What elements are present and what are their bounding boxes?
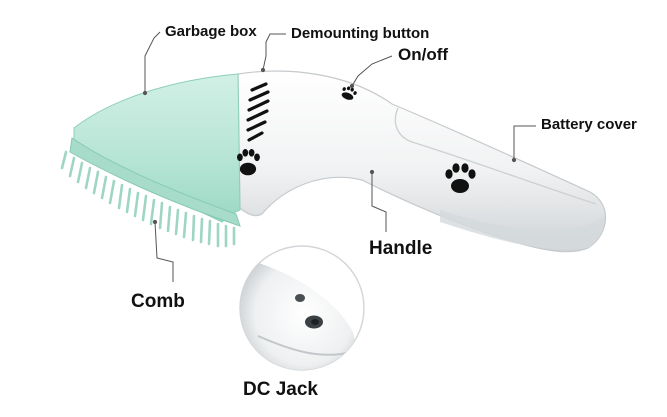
paw-print-icon <box>445 163 476 193</box>
handle-label: Handle <box>369 238 433 259</box>
comb-label: Comb <box>131 291 185 312</box>
dc-jack-label: DC Jack <box>243 379 318 400</box>
grip-stripes <box>246 82 270 142</box>
garbage-box <box>73 73 241 223</box>
demounting-button-label: Demounting button <box>291 25 430 42</box>
handle-shadow <box>440 210 605 250</box>
indicator-hole <box>295 294 305 302</box>
dc-jack-detail <box>239 245 365 371</box>
battery-cover-label: Battery cover <box>541 116 637 133</box>
leader-lines <box>142 31 536 282</box>
battery-cover-seam <box>394 107 597 205</box>
device-body <box>237 70 607 253</box>
on-off-label: On/off <box>398 45 449 64</box>
paw-print-icon <box>237 149 260 176</box>
garbage-box-label: Garbage box <box>165 23 257 40</box>
on-off-paw-icon <box>341 86 357 100</box>
comb-base <box>69 137 241 227</box>
comb-teeth <box>60 150 236 248</box>
